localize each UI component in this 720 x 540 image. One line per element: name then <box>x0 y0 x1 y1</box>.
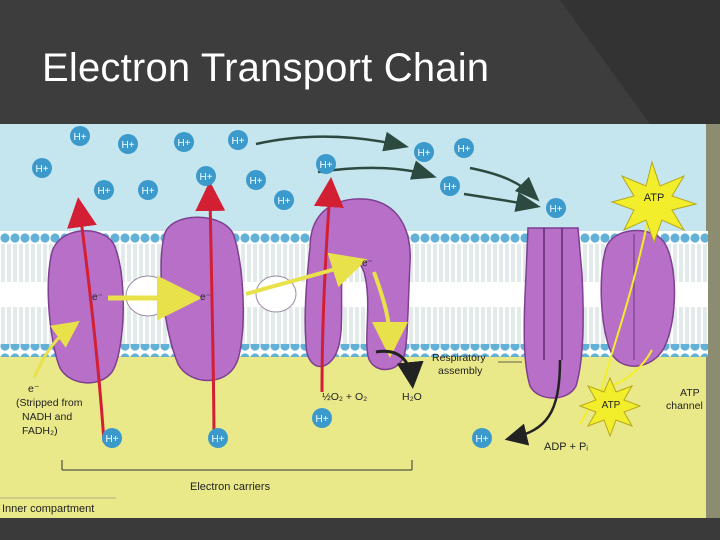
proton-h-8: H+ <box>316 154 336 174</box>
respiratory-assembly-label-2: assembly <box>438 365 483 377</box>
proton-h-5: H+ <box>32 158 52 178</box>
electron-source-line1: e⁻ <box>28 383 40 395</box>
header-diagonal-shade <box>560 0 720 124</box>
proton-pump-arrow-3 <box>313 177 344 393</box>
proton-h-12: H+ <box>414 142 434 162</box>
proton-h-11: H+ <box>274 190 294 210</box>
atp-channel-label-1: ATP <box>680 387 700 399</box>
atp-channel-label-2: channel <box>666 400 703 412</box>
electron-carriers-label: Electron carriers <box>190 481 271 493</box>
svg-text:H+: H+ <box>141 186 154 197</box>
electron-entry-arrow <box>32 321 80 379</box>
proton-h-18: H+ <box>208 428 228 448</box>
svg-text:H+: H+ <box>277 196 290 207</box>
proton-flow-arrow-4 <box>463 192 541 212</box>
proton-h-10: H+ <box>138 180 158 200</box>
carrier-2 <box>255 275 297 313</box>
slide-title: Electron Transport Chain <box>42 46 490 90</box>
proton-flow-arrow-1 <box>255 131 409 152</box>
proton-h-2: H+ <box>118 134 138 154</box>
proton-h-16: H+ <box>312 408 332 428</box>
svg-text:H+: H+ <box>211 434 224 445</box>
proton-h-1: H+ <box>70 126 90 146</box>
etc-diagram-svg: ATP ATP H+ H+ H+ H+ H+ H+ H+ H+ H+ H+ H+… <box>0 124 720 518</box>
svg-text:H+: H+ <box>35 164 48 175</box>
proton-h-17: H+ <box>102 428 122 448</box>
atp-thread-1 <box>599 219 649 397</box>
oxygen-reaction-left: ½O₂ + O₂ <box>322 391 367 403</box>
svg-text:H+: H+ <box>199 172 212 183</box>
electron-source-line2: (Stripped from <box>16 397 83 409</box>
proton-h-15: H+ <box>546 198 566 218</box>
atp-label-bottom: ATP <box>602 400 621 411</box>
electron-label-3: e⁻ <box>362 258 373 269</box>
proton-h-14: H+ <box>440 176 460 196</box>
proton-h-6: H+ <box>196 166 216 186</box>
svg-text:H+: H+ <box>105 434 118 445</box>
svg-text:H+: H+ <box>315 414 328 425</box>
proton-h-3: H+ <box>174 132 194 152</box>
svg-text:H+: H+ <box>549 204 562 215</box>
adp-reaction-label: ADP + Pᵢ <box>544 441 588 453</box>
inner-compartment-label: Inner compartment <box>2 503 94 515</box>
atp-star-bottom <box>578 376 642 438</box>
svg-text:H+: H+ <box>231 136 244 147</box>
adp-return-arrow <box>504 359 562 446</box>
electron-source-line4: FADH₂) <box>22 425 58 437</box>
proton-h-7: H+ <box>246 170 266 190</box>
electron-arrow-2 <box>245 252 368 296</box>
etc-diagram: ATP ATP H+ H+ H+ H+ H+ H+ H+ H+ H+ H+ H+… <box>0 124 720 518</box>
oxygen-reaction-right: H₂O <box>402 391 422 403</box>
svg-text:H+: H+ <box>457 144 470 155</box>
complex-2-protein <box>160 216 244 382</box>
slide-footer <box>0 518 720 540</box>
proton-pump-arrow-1 <box>67 197 106 443</box>
electron-label-2: e⁻ <box>200 292 211 303</box>
electron-source-line3: NADH and <box>22 411 72 423</box>
water-formation-arrow <box>375 349 424 389</box>
atp-star-top <box>610 160 698 244</box>
svg-text:H+: H+ <box>475 434 488 445</box>
proton-h-13: H+ <box>454 138 474 158</box>
proton-h-19: H+ <box>472 428 492 448</box>
slide-header <box>0 0 720 124</box>
electron-label-1: e⁻ <box>92 292 103 303</box>
atp-protein-right <box>600 229 676 367</box>
svg-text:H+: H+ <box>443 182 456 193</box>
svg-text:H+: H+ <box>417 148 430 159</box>
svg-text:H+: H+ <box>97 186 110 197</box>
header-decoration <box>560 0 720 124</box>
svg-text:H+: H+ <box>177 138 190 149</box>
proton-h-4: H+ <box>228 130 248 150</box>
svg-text:H+: H+ <box>73 132 86 143</box>
proton-h-9: H+ <box>94 180 114 200</box>
page-edge <box>706 124 720 518</box>
svg-text:H+: H+ <box>249 176 262 187</box>
respiratory-assembly-label-1: Respiratory <box>432 352 486 364</box>
atp-label-top: ATP <box>644 192 665 204</box>
proton-pump-arrow-2 <box>195 181 226 443</box>
atp-synthase-channel <box>523 227 584 399</box>
svg-text:H+: H+ <box>319 160 332 171</box>
svg-text:H+: H+ <box>121 140 134 151</box>
electron-arrow-3 <box>371 271 408 358</box>
